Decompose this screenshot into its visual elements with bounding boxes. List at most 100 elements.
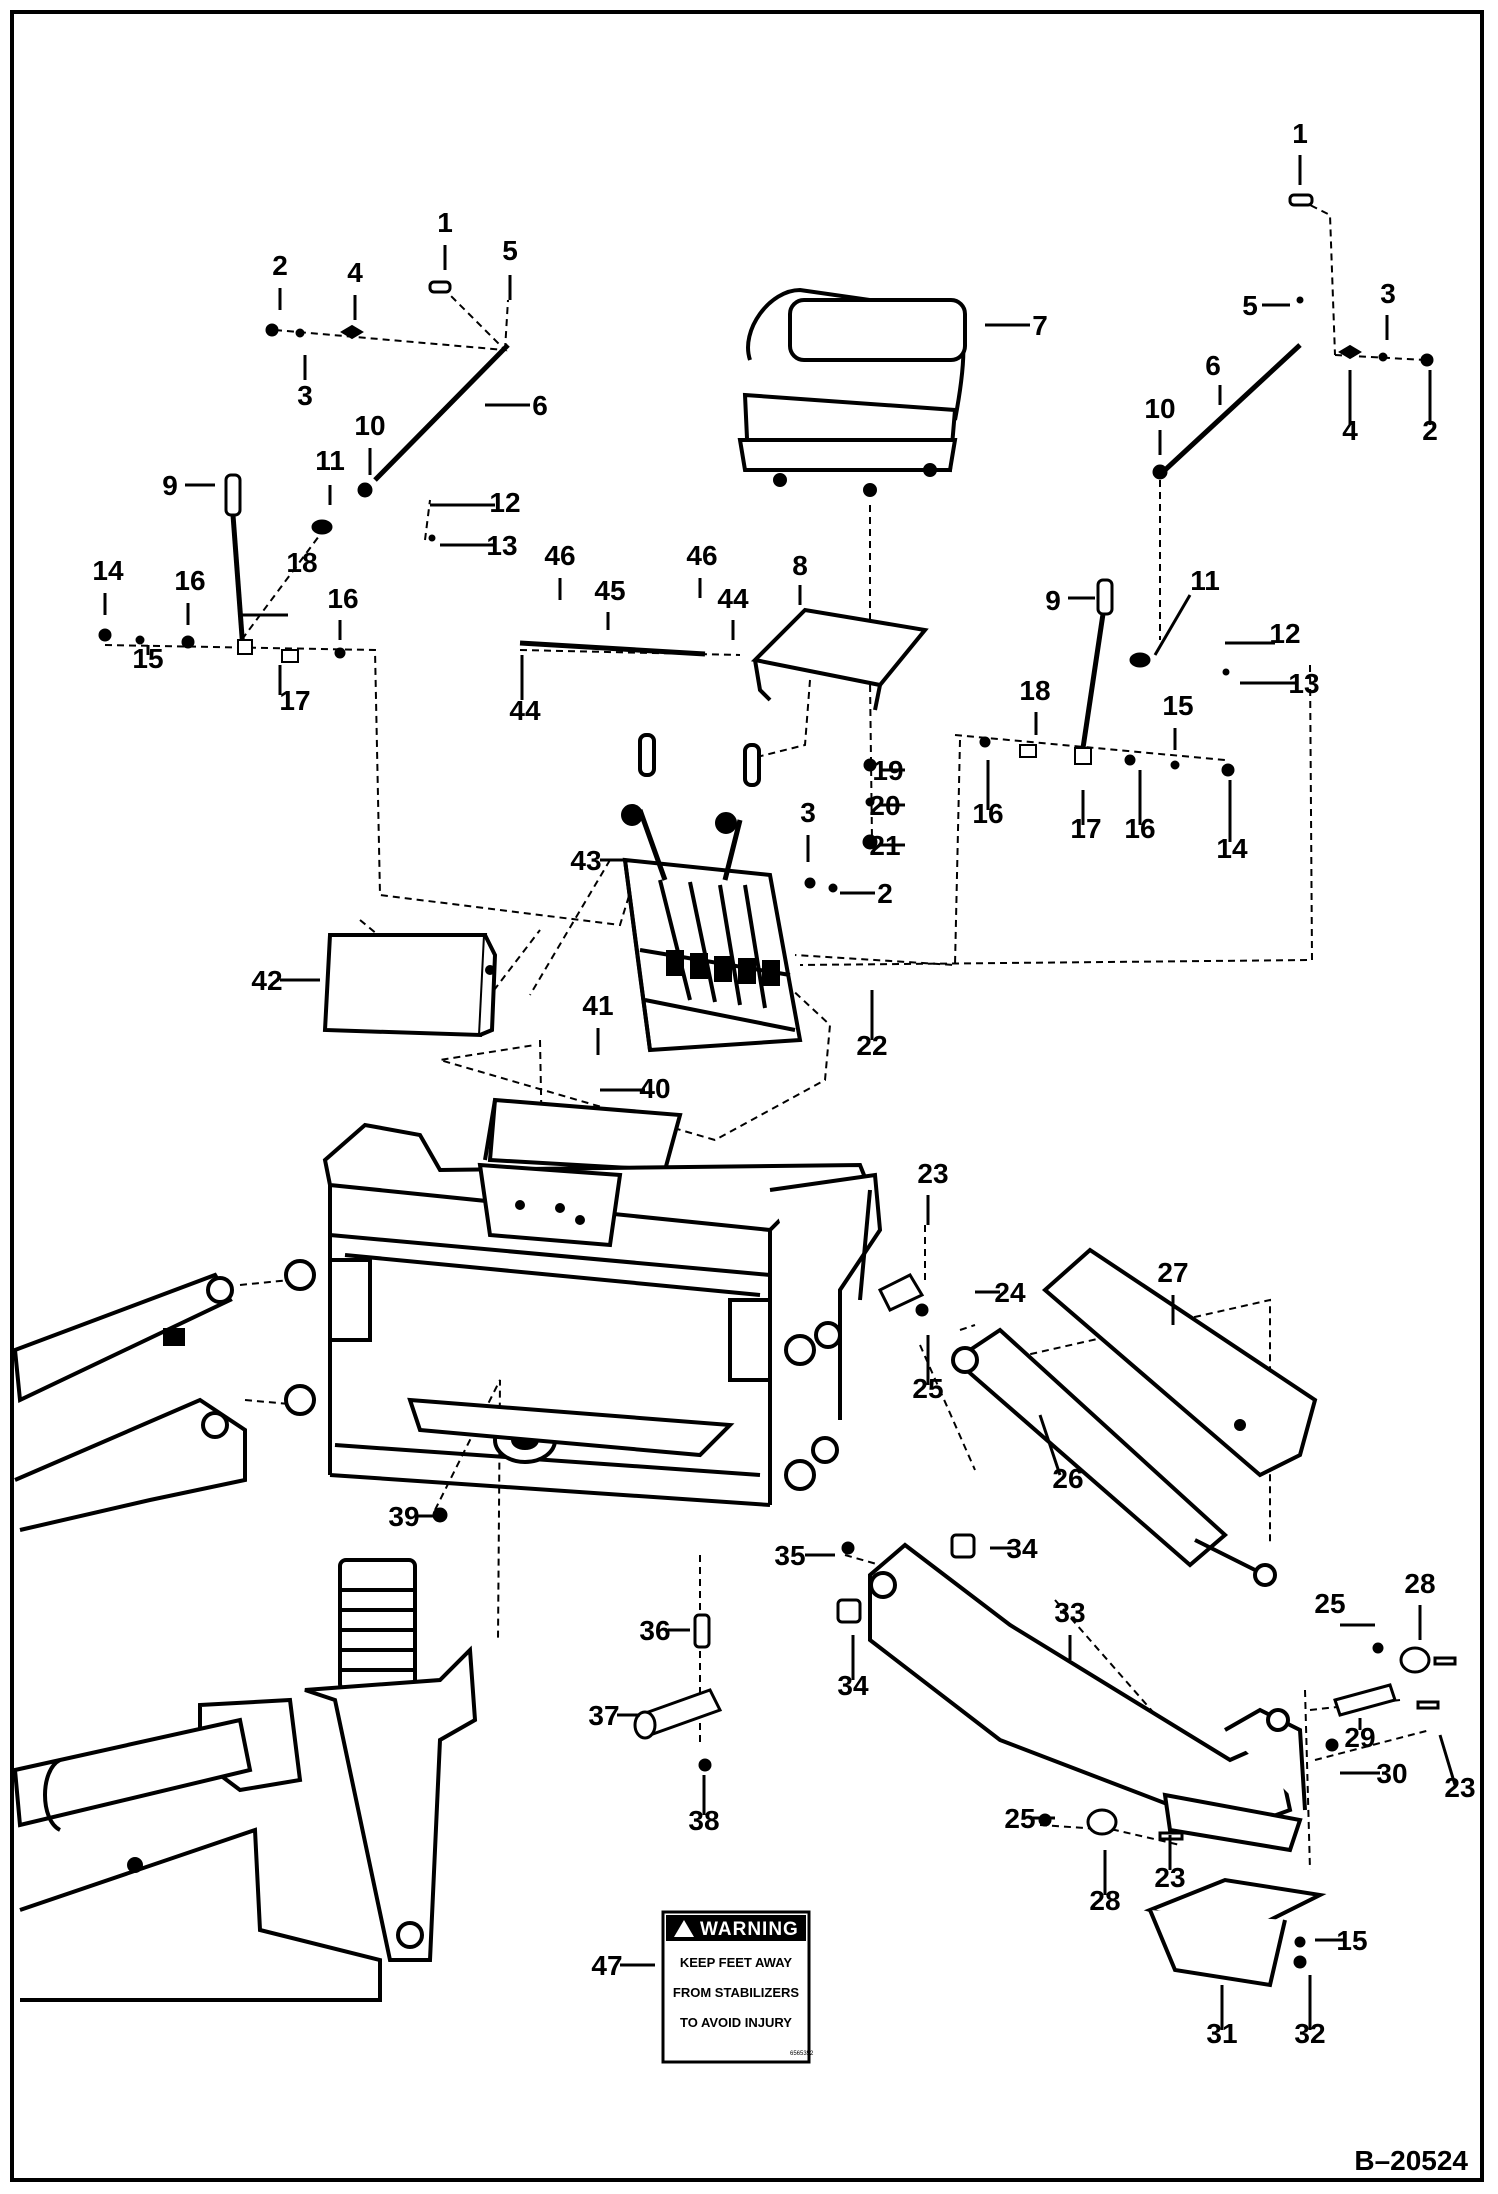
- callout-22: 22: [856, 990, 888, 1061]
- callout-16: 16: [174, 565, 206, 625]
- callout-number: 26: [1052, 1463, 1083, 1494]
- callout-27: 27: [1157, 1257, 1189, 1325]
- callout-number: 23: [1444, 1772, 1475, 1803]
- callout-number: 16: [327, 583, 358, 614]
- callout-number: 10: [354, 410, 385, 441]
- callout-number: 29: [1344, 1722, 1375, 1753]
- callout-1: 1: [437, 207, 453, 270]
- callout-number: 25: [912, 1373, 943, 1404]
- callout-number: 30: [1376, 1758, 1407, 1789]
- warning-title: WARNING: [700, 1919, 799, 1940]
- callout-number: 1: [437, 207, 453, 238]
- callout-28: 28: [1404, 1568, 1436, 1640]
- seat-bracket: [519, 607, 929, 711]
- callout-number: 10: [1144, 393, 1175, 424]
- callout-32: 32: [1294, 1975, 1326, 2049]
- callout-19: 19: [872, 755, 905, 786]
- callout-number: 46: [686, 540, 717, 571]
- callout-18: 18: [240, 547, 318, 617]
- callout-3: 3: [1380, 278, 1396, 340]
- callout-number: 13: [486, 530, 517, 561]
- callout-number: 34: [1006, 1533, 1038, 1564]
- callout-number: 9: [162, 470, 178, 501]
- callout-number: 3: [800, 797, 816, 828]
- callout-16: 16: [972, 760, 1004, 829]
- stabilizer-arm: [868, 1542, 1307, 1853]
- callout-30: 30: [1340, 1758, 1408, 1789]
- callout-25: 25: [1314, 1588, 1375, 1627]
- callout-number: 47: [591, 1950, 622, 1981]
- left-linkage: [98, 280, 510, 663]
- leader-line: [1153, 594, 1192, 656]
- callout-12: 12: [430, 487, 521, 518]
- callout-number: 18: [286, 547, 317, 578]
- callout-4: 4: [1342, 370, 1358, 446]
- callout-23: 23: [1154, 1835, 1186, 1893]
- callout-number: 28: [1089, 1885, 1120, 1916]
- callout-42: 42: [251, 965, 320, 996]
- callout-14: 14: [1216, 780, 1248, 864]
- callout-31: 31: [1206, 1985, 1238, 2049]
- callout-6: 6: [1205, 350, 1222, 405]
- callout-number: 6: [532, 390, 548, 421]
- callout-number: 20: [869, 790, 900, 821]
- diagram-border: [10, 10, 1484, 2182]
- callout-29: 29: [1344, 1718, 1376, 1753]
- callout-17: 17: [1070, 790, 1102, 844]
- callout-13: 13: [440, 530, 518, 561]
- callout-number: 46: [544, 540, 575, 571]
- callout-2: 2: [272, 250, 288, 310]
- callout-number: 19: [872, 755, 903, 786]
- callout-number: 15: [1336, 1925, 1367, 1956]
- valve-cover-plate: [483, 1097, 683, 1173]
- callout-number: 4: [1342, 415, 1358, 446]
- control-valve: [621, 733, 803, 1053]
- callout-3: 3: [297, 355, 313, 411]
- warning-line-3: TO AVOID INJURY: [680, 2015, 792, 2030]
- callout-number: 45: [594, 575, 625, 606]
- callout-number: 32: [1294, 2018, 1325, 2049]
- callout-number: 12: [489, 487, 520, 518]
- stabilizer-hardware: [432, 1273, 1457, 1969]
- stabilizer-pad: [1143, 1877, 1327, 1988]
- callout-26: 26: [1038, 1414, 1084, 1494]
- mount-frame: [284, 1122, 883, 1507]
- callout-34: 34: [837, 1635, 869, 1701]
- callout-number: 44: [717, 583, 749, 614]
- callout-6: 6: [485, 390, 548, 421]
- callout-number: 23: [917, 1158, 948, 1189]
- operator-seat: [737, 287, 967, 497]
- right-linkage: [804, 193, 1434, 893]
- callout-number: 2: [272, 250, 288, 281]
- callout-1: 1: [1292, 118, 1308, 185]
- callout-21: 21: [869, 830, 905, 861]
- callout-number: 1: [1292, 118, 1308, 149]
- callout-number: 41: [582, 990, 613, 1021]
- callout-number: 24: [994, 1277, 1026, 1308]
- callout-3: 3: [800, 797, 816, 862]
- callout-number: 14: [1216, 833, 1248, 864]
- warning-line-1: KEEP FEET AWAY: [680, 1955, 793, 1970]
- callout-46: 46: [544, 540, 576, 600]
- callout-10: 10: [1144, 393, 1176, 455]
- callout-number: 2: [1422, 415, 1438, 446]
- callout-number: 25: [1004, 1803, 1035, 1834]
- callout-number: 3: [1380, 278, 1396, 309]
- callout-38: 38: [688, 1775, 720, 1836]
- callout-number: 4: [347, 257, 363, 288]
- callout-number: 34: [837, 1670, 869, 1701]
- callout-37: 37: [588, 1700, 640, 1731]
- callout-number: 16: [1124, 813, 1155, 844]
- callout-number: 18: [1019, 675, 1050, 706]
- callout-25: 25: [912, 1335, 944, 1404]
- callout-number: 14: [92, 555, 124, 586]
- callout-33: 33: [1054, 1597, 1086, 1660]
- callout-2: 2: [840, 878, 893, 909]
- callout-number: 43: [570, 845, 601, 876]
- callout-number: 23: [1154, 1862, 1185, 1893]
- callout-number: 27: [1157, 1257, 1188, 1288]
- callout-number: 22: [856, 1030, 887, 1061]
- warning-part-code: 6565352: [790, 2051, 814, 2057]
- callout-number: 31: [1206, 2018, 1237, 2049]
- callout-34: 34: [990, 1533, 1038, 1564]
